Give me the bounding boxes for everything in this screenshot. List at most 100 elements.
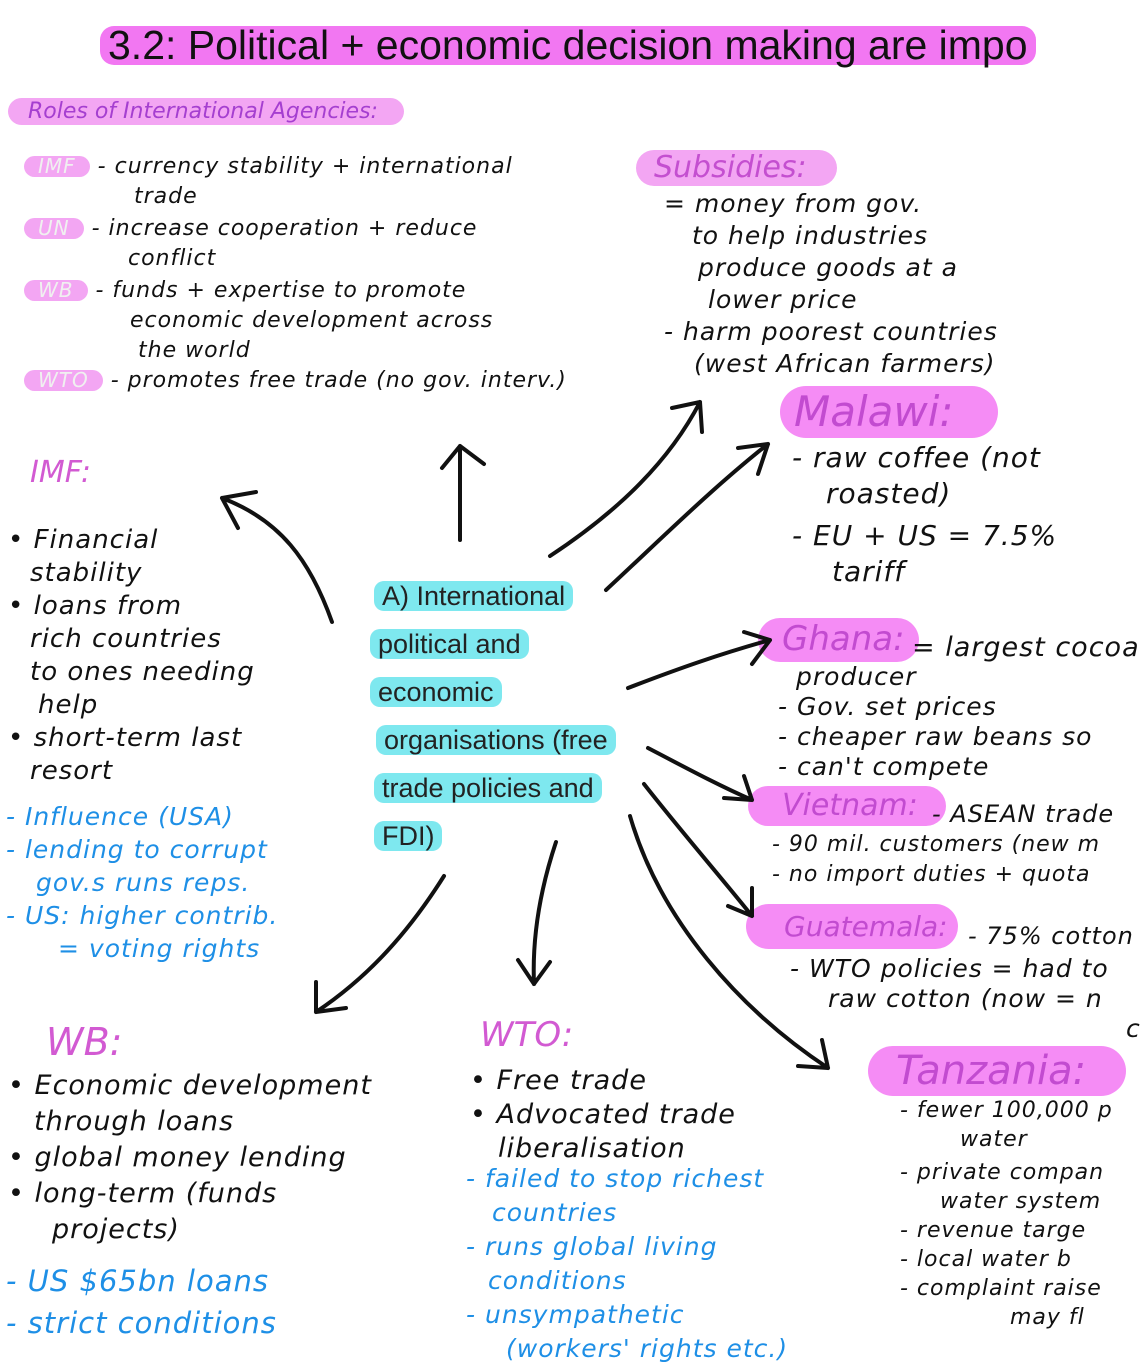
vietnam-heading: Vietnam: [748, 786, 946, 826]
subsidies-heading-text: Subsidies: [636, 150, 837, 186]
imf-line: rich countries [30, 624, 222, 654]
role-imf: IMF - currency stability + international… [24, 152, 567, 214]
role-line: the world [138, 338, 251, 363]
imf-line: help [38, 690, 99, 720]
arrow-to-tanzania [628, 814, 830, 1070]
malawi-line: - EU + US = 7.5% [792, 519, 1058, 552]
tanzania-line: water [960, 1127, 1028, 1152]
role-tag: WTO [24, 370, 103, 391]
imf-line: • short-term last [8, 723, 243, 753]
wto-blue-line: countries [492, 1198, 618, 1227]
page-title: 3.2: Political + economic decision makin… [100, 22, 1036, 69]
central-topic-line: A) International [374, 581, 574, 611]
arrow-to-guatemala [642, 782, 754, 918]
malawi-line: - raw coffee (not [792, 441, 1041, 474]
role-line: trade [134, 184, 198, 209]
subsidies-line: lower price [708, 285, 858, 314]
arrow-to-wto [516, 840, 558, 986]
vietnam-line: - no import duties + quota [772, 862, 1091, 887]
subsidies-heading: Subsidies: [636, 150, 837, 186]
role-tag: WB [24, 280, 88, 301]
vietnam-line: - ASEAN trade [932, 800, 1115, 828]
subsidies-line: = money from gov. [664, 189, 923, 218]
wb-notes: • Economic development through loans • g… [8, 1068, 372, 1248]
imf-blue-line: - Influence (USA) [6, 802, 234, 831]
subsidies-line: - harm poorest countries [664, 317, 998, 346]
arrow-to-imf [220, 490, 334, 624]
arrow-to-ghana [626, 630, 772, 690]
arrow-to-wb [314, 874, 446, 1014]
arrow-to-malawi [604, 442, 770, 592]
guatemala-line: - 75% cotton [968, 922, 1134, 950]
wto-blue-line: conditions [488, 1266, 627, 1295]
vietnam-heading-text: Vietnam: [748, 786, 946, 826]
wb-blue-notes: - US $65bn loans - strict conditions [6, 1260, 277, 1344]
wb-line: through loans [34, 1106, 235, 1137]
central-topic-line: FDI) [374, 821, 443, 851]
arrow-to-roles [440, 444, 486, 542]
roles-heading-text: Roles of International Agencies: [8, 98, 404, 126]
imf-line: stability [30, 558, 143, 588]
imf-line: resort [30, 756, 114, 786]
central-topic-line: organisations (free [376, 725, 616, 755]
role-line: - currency stability + international [97, 154, 513, 179]
guatemala-heading: Guatemala: [746, 904, 958, 950]
guatemala-line: raw cotton (now = n [828, 984, 1103, 1013]
role-line: - funds + expertise to promote [95, 278, 467, 303]
tanzania-line: - private compan [900, 1160, 1105, 1185]
imf-blue-notes: - Influence (USA) - lending to corrupt g… [6, 800, 278, 965]
guatemala-line: c [1126, 1014, 1140, 1043]
arrow-to-subsidies [548, 400, 704, 558]
wb-blue-line: - strict conditions [6, 1306, 277, 1340]
imf-heading: IMF: [30, 455, 92, 490]
tanzania-notes: - fewer 100,000 p water - private compan… [900, 1096, 1113, 1332]
arrow-to-vietnam [646, 746, 754, 802]
wb-blue-line: - US $65bn loans [6, 1264, 269, 1298]
role-line: conflict [128, 246, 217, 271]
wb-line: • Economic development [8, 1070, 372, 1101]
tanzania-heading: Tanzania: [868, 1046, 1127, 1096]
wto-blue-line: - failed to stop richest [466, 1164, 765, 1193]
subsidies-line: (west African farmers) [694, 349, 996, 378]
wto-line: liberalisation [498, 1133, 686, 1164]
central-topic-line: economic [370, 677, 502, 707]
central-topic-line: political and [370, 629, 529, 659]
role-tag: IMF [24, 156, 90, 177]
role-wto: WTO - promotes free trade (no gov. inter… [24, 366, 567, 396]
wto-line: • Advocated trade [470, 1099, 736, 1130]
ghana-line: - can't compete [778, 752, 990, 781]
tanzania-line: - local water b [900, 1247, 1072, 1272]
role-line: - promotes free trade (no gov. interv.) [110, 368, 567, 393]
imf-notes: • Financial stability • loans from rich … [8, 524, 255, 788]
ghana-notes: producer - Gov. set prices - cheaper raw… [778, 662, 1092, 782]
guatemala-notes: - WTO policies = had to raw cotton (now … [790, 954, 1140, 1044]
malawi-line: tariff [832, 555, 906, 588]
imf-blue-line: - lending to corrupt [6, 835, 268, 864]
imf-blue-line: - US: higher contrib. [6, 901, 279, 930]
ghana-line: = largest cocoa [912, 632, 1140, 663]
tanzania-line: - fewer 100,000 p [900, 1098, 1113, 1123]
ghana-line: - Gov. set prices [778, 692, 997, 721]
central-topic-line: trade policies and [374, 773, 602, 803]
wto-blue-line: - unsympathetic [466, 1300, 685, 1329]
wto-blue-notes: - failed to stop richest countries - run… [466, 1162, 788, 1366]
imf-line: to ones needing [30, 657, 255, 687]
role-line: - increase cooperation + reduce [91, 216, 478, 241]
malawi-line: roasted) [826, 477, 952, 510]
wb-line: • global money lending [8, 1142, 347, 1173]
vietnam-notes: - 90 mil. customers (new m - no import d… [772, 830, 1100, 890]
roles-heading: Roles of International Agencies: [8, 98, 404, 126]
tanzania-line: water system [940, 1189, 1102, 1214]
imf-blue-line: = voting rights [58, 934, 261, 963]
wb-line: projects) [52, 1214, 180, 1245]
role-un: UN - increase cooperation + reduce confl… [24, 214, 567, 276]
guatemala-heading-text: Guatemala: [746, 904, 958, 950]
title-text: 3.2: Political + economic decision makin… [100, 25, 1036, 65]
role-tag: UN [24, 218, 84, 239]
role-line: economic development across [130, 308, 494, 333]
wb-heading: WB: [46, 1020, 123, 1064]
wto-line: • Free trade [470, 1065, 647, 1096]
ghana-line: - cheaper raw beans so [778, 722, 1093, 751]
guatemala-line: - WTO policies = had to [790, 954, 1109, 983]
